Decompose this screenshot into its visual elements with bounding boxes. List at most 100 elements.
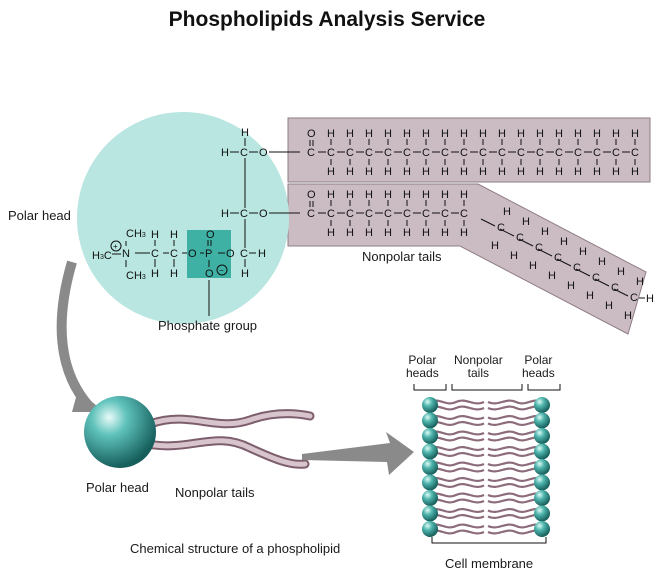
svg-text:C: C [422, 147, 430, 159]
svg-text:H: H [503, 206, 511, 218]
svg-text:C: C [307, 208, 315, 220]
svg-text:C: C [365, 147, 373, 159]
svg-text:C: C [630, 292, 638, 304]
svg-text:C: C [573, 262, 581, 274]
svg-text:C: C [151, 248, 159, 260]
svg-text:H: H [624, 310, 632, 322]
membrane-head-right [534, 505, 550, 522]
svg-text:C: C [441, 147, 449, 159]
svg-text:C: C [346, 208, 354, 220]
svg-text:H: H [441, 189, 449, 201]
svg-text:C: C [498, 147, 506, 159]
svg-text:H: H [441, 128, 449, 140]
svg-text:H: H [479, 128, 487, 140]
membrane-head-right [534, 412, 550, 429]
svg-text:C: C [441, 208, 449, 220]
svg-text:C: C [592, 272, 600, 284]
svg-text:H: H [327, 166, 335, 178]
membrane-head-left [422, 474, 438, 491]
nonpolar-tails-label: Nonpolar tails [362, 249, 442, 264]
svg-text:C: C [517, 147, 525, 159]
phosphate-group-box [187, 230, 231, 278]
svg-text:C: C [384, 208, 392, 220]
svg-text:H: H [151, 229, 159, 241]
svg-text:C: C [460, 147, 468, 159]
svg-text:H: H [617, 266, 625, 278]
svg-text:H: H [517, 166, 525, 178]
membrane-head-left [422, 412, 438, 429]
svg-text:H: H [384, 128, 392, 140]
svg-text:H: H [479, 166, 487, 178]
svg-text:H: H [529, 260, 537, 272]
svg-text:H: H [586, 290, 594, 302]
nonpolar-tails-simple-label: Nonpolar tails [175, 485, 255, 500]
upper-chain: O C CHHCHHCHHCHHCHHCHHCHHCHHCHHCHHCHHCHH… [307, 128, 639, 178]
svg-text:H: H [441, 227, 449, 239]
membrane-head-left [422, 490, 438, 506]
svg-text:H: H [460, 128, 468, 140]
svg-text:H: H [593, 166, 601, 178]
svg-text:H: H [598, 256, 606, 268]
svg-text:H: H [241, 127, 249, 139]
svg-text:H: H [170, 229, 178, 241]
svg-text:C: C [593, 147, 601, 159]
svg-text:O: O [206, 229, 215, 241]
svg-text:O: O [259, 147, 268, 159]
svg-text:H: H [403, 166, 411, 178]
svg-text:H: H [346, 189, 354, 201]
svg-text:H: H [170, 268, 178, 280]
svg-text:H: H [346, 227, 354, 239]
svg-text:H: H [384, 189, 392, 201]
svg-text:H: H [241, 268, 249, 280]
svg-text:H: H [441, 166, 449, 178]
membrane-head-left [422, 397, 438, 413]
svg-text:C: C [403, 147, 411, 159]
polar-heads-right-label: Polar heads [522, 353, 555, 380]
nonpolar-tails-mid-label: Nonpolar tails [454, 353, 503, 380]
right-arrow [302, 432, 414, 475]
svg-text:O: O [259, 208, 268, 220]
svg-text:H: H [365, 189, 373, 201]
svg-text:+: + [113, 242, 118, 251]
svg-text:H: H [631, 166, 639, 178]
svg-text:H: H [491, 240, 499, 252]
svg-text:H: H [221, 147, 229, 159]
svg-text:C: C [479, 147, 487, 159]
membrane-head-right [534, 474, 550, 491]
svg-text:C: C [240, 248, 248, 260]
svg-text:C: C [240, 147, 248, 159]
svg-text:C: C [240, 208, 248, 220]
svg-text:C: C [612, 147, 620, 159]
svg-text:CH3: CH3 [126, 270, 146, 282]
svg-text:H: H [605, 300, 613, 312]
svg-text:CH3: CH3 [126, 228, 146, 240]
svg-text:P: P [205, 248, 212, 260]
svg-text:O: O [226, 248, 235, 260]
svg-text:C: C [574, 147, 582, 159]
svg-text:H3C: H3C [92, 250, 112, 262]
svg-text:H: H [646, 293, 654, 305]
polar-head-circle [77, 112, 289, 324]
svg-text:H: H [574, 128, 582, 140]
svg-text:H: H [151, 268, 159, 280]
svg-text:C: C [403, 208, 411, 220]
svg-text:H: H [536, 128, 544, 140]
svg-text:O: O [188, 248, 197, 260]
svg-text:H: H [327, 128, 335, 140]
upper-tail-band [287, 117, 651, 183]
membrane-head-left [422, 521, 438, 537]
membrane-head-left [422, 443, 438, 460]
svg-text:C: C [631, 147, 639, 159]
svg-text:H: H [555, 128, 563, 140]
cell-membrane-label: Cell membrane [445, 556, 534, 571]
svg-text:C: C [327, 147, 335, 159]
svg-text:H: H [560, 236, 568, 248]
svg-text:H: H [612, 166, 620, 178]
svg-text:H: H [384, 227, 392, 239]
svg-text:H: H [422, 166, 430, 178]
svg-text:C: C [346, 147, 354, 159]
svg-text:H: H [403, 128, 411, 140]
svg-text:H: H [327, 227, 335, 239]
